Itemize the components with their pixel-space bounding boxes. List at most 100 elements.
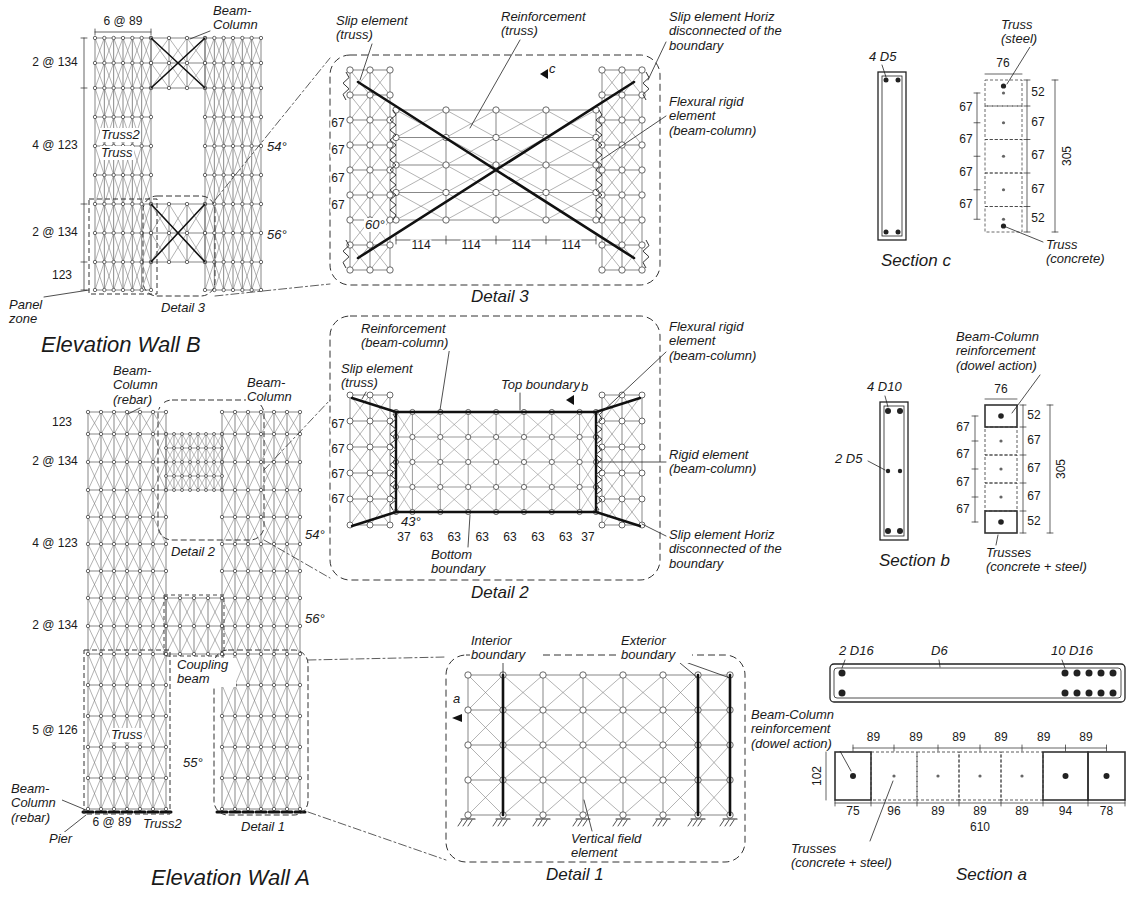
mesh-node	[231, 115, 234, 118]
truss-line	[543, 780, 583, 815]
mesh-node	[347, 142, 353, 148]
truss-line	[140, 598, 153, 626]
support-hatch	[463, 820, 467, 826]
truss-line	[370, 473, 390, 499]
mesh-line	[468, 780, 730, 781]
truss-line	[194, 598, 208, 626]
rebar-dot	[1001, 83, 1006, 88]
mesh-node	[619, 67, 625, 73]
mesh-line	[974, 93, 980, 94]
mesh-line	[153, 412, 154, 809]
truss-line	[198, 476, 206, 490]
truss-line	[153, 716, 166, 747]
mesh-line	[1047, 405, 1053, 406]
truss-line	[583, 675, 623, 710]
truss-line	[214, 233, 223, 262]
truss-line	[546, 165, 596, 193]
truss-line	[180, 598, 194, 626]
truss-line	[104, 63, 113, 88]
support-symbol	[616, 818, 630, 819]
mesh-node	[233, 432, 236, 435]
mesh-node	[233, 569, 236, 572]
truss-line	[101, 685, 114, 716]
mesh-line	[151, 38, 205, 39]
mesh-node	[151, 410, 154, 413]
truss-line	[468, 487, 496, 512]
mesh-node	[259, 231, 262, 234]
truss-line	[235, 412, 248, 434]
mesh-line	[123, 38, 124, 290]
truss-line	[104, 175, 113, 204]
truss-line	[114, 685, 127, 716]
truss-line	[261, 747, 274, 778]
rebar-dot	[999, 467, 1002, 470]
mesh-node	[231, 86, 234, 89]
truss-line	[208, 626, 222, 654]
mesh-node	[250, 144, 253, 147]
truss-line	[252, 117, 261, 146]
support-hatch	[618, 820, 622, 826]
dimension-line	[835, 803, 1125, 804]
leader-line	[601, 116, 666, 160]
mesh-node	[149, 115, 152, 118]
truss-line	[468, 487, 496, 512]
truss-line	[127, 412, 140, 434]
truss-line	[287, 685, 300, 716]
mesh-node	[103, 260, 106, 263]
truss-line	[214, 88, 223, 117]
mesh-node	[131, 260, 134, 263]
truss-line	[261, 544, 274, 571]
truss-line	[468, 745, 503, 780]
mesh-line	[468, 710, 730, 711]
leader-line	[598, 462, 666, 463]
mesh-line	[894, 745, 895, 751]
mesh-node	[250, 202, 253, 205]
truss-line	[206, 434, 214, 448]
truss-line	[224, 233, 233, 262]
mesh-line	[1022, 745, 1023, 751]
mesh-node	[580, 672, 586, 678]
mesh-node	[220, 542, 223, 545]
mesh-line	[114, 412, 115, 809]
truss-line	[142, 117, 151, 146]
truss-line	[287, 598, 300, 626]
truss-line	[370, 499, 390, 525]
truss-line	[123, 262, 132, 290]
mesh-node	[259, 115, 262, 118]
leader-line	[360, 44, 372, 80]
mesh-node	[272, 776, 275, 779]
mesh-node	[521, 459, 526, 464]
truss-line	[350, 195, 370, 220]
mesh-node	[250, 231, 253, 234]
support-hatch	[573, 820, 577, 826]
truss-line	[396, 462, 412, 487]
truss-line	[543, 675, 583, 710]
truss-line	[350, 170, 370, 195]
truss-line	[187, 204, 205, 233]
truss-line	[114, 233, 123, 262]
truss-line	[248, 685, 261, 716]
truss-line	[468, 780, 503, 815]
truss-line	[114, 38, 123, 63]
truss-line	[114, 175, 123, 204]
mesh-node	[233, 714, 236, 717]
truss-line	[101, 517, 114, 544]
rebar-dot	[839, 690, 846, 697]
detail-leader	[215, 58, 330, 200]
mesh-line	[972, 416, 978, 417]
truss-line	[233, 88, 242, 117]
mesh-node	[246, 624, 249, 627]
fiber-cell	[985, 427, 1017, 455]
mesh-node	[259, 410, 262, 413]
mesh-node	[387, 67, 393, 73]
mesh-line	[140, 412, 141, 809]
truss-line	[396, 138, 446, 166]
mesh-node	[220, 410, 223, 413]
truss-line	[104, 262, 113, 290]
support-hatch	[468, 820, 472, 826]
truss-line	[222, 490, 235, 517]
mesh-node	[164, 776, 167, 779]
truss-line	[350, 421, 370, 447]
truss-line	[114, 233, 123, 262]
mesh-line	[1020, 533, 1026, 534]
